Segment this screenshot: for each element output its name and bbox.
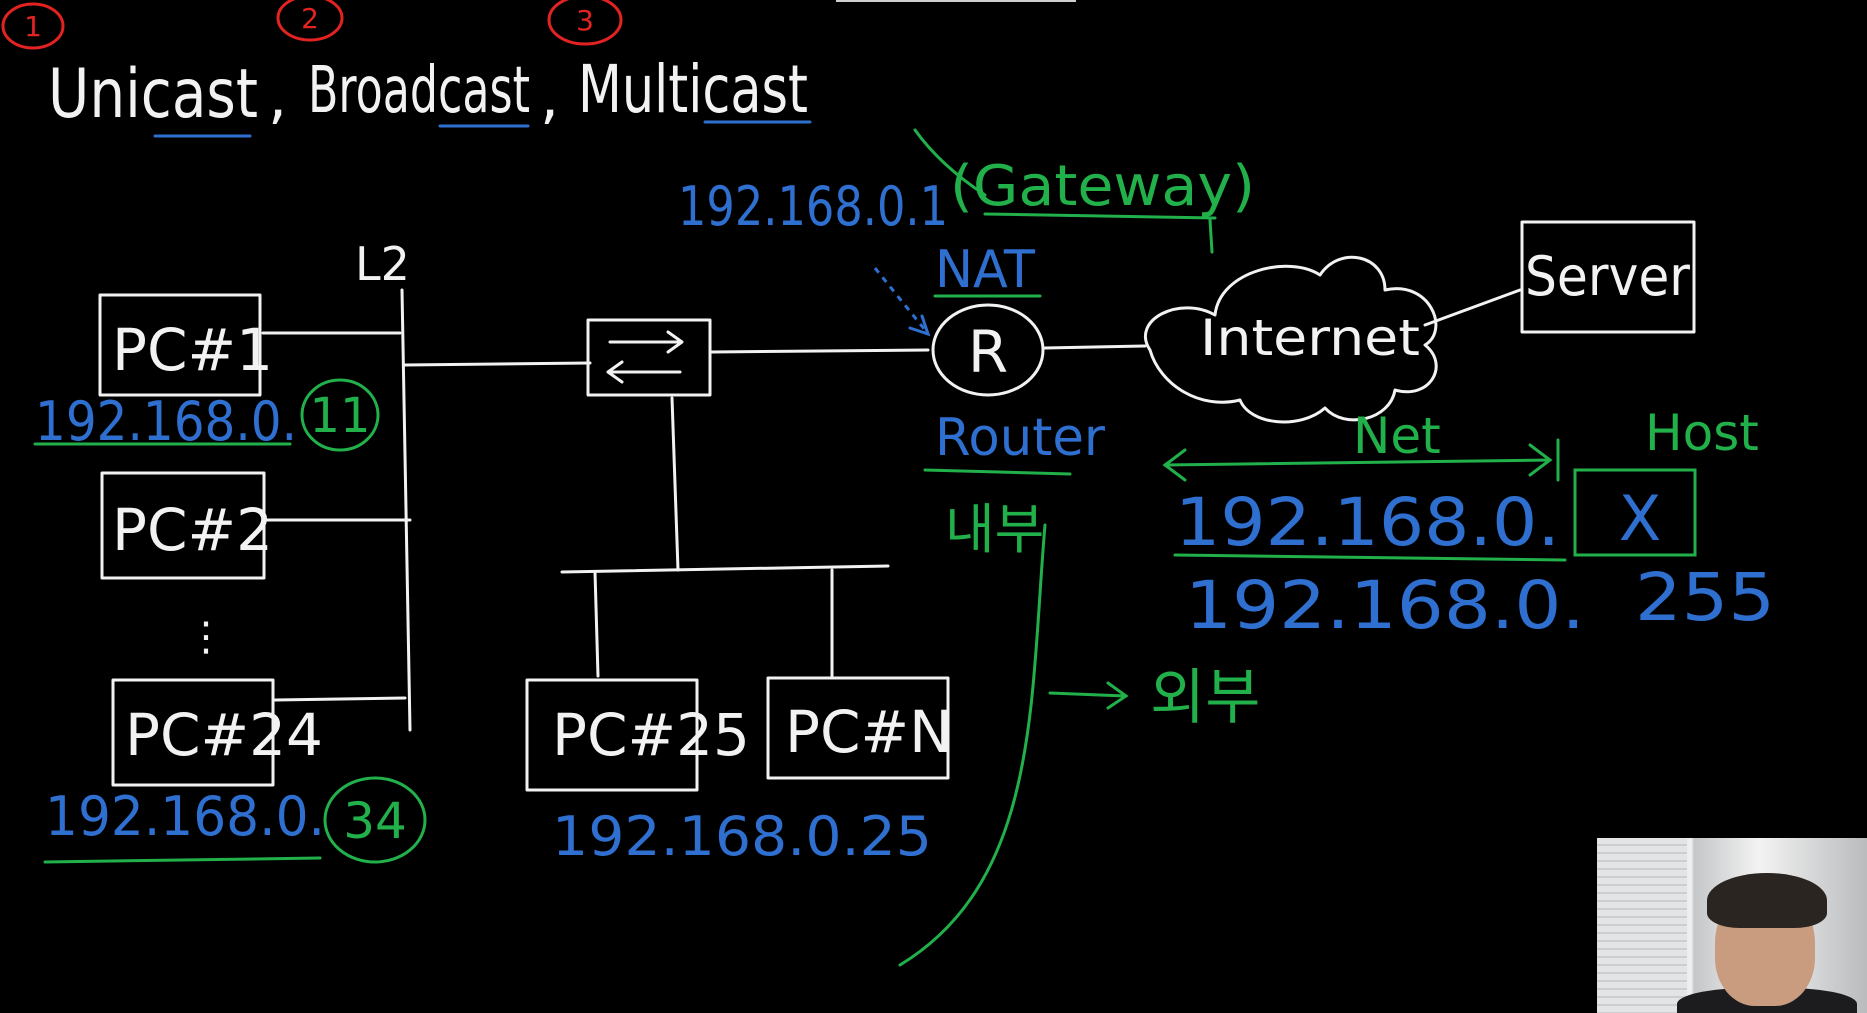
pc1-label: PC#1 <box>112 316 273 384</box>
pc1-ip-host: 11 <box>309 388 370 444</box>
nat-pointer-arrowhead <box>908 314 931 337</box>
pc1-node: PC#1 192.168.0. 11 <box>33 293 402 453</box>
pc24-label: PC#24 <box>125 701 323 769</box>
pc24-host-circle <box>323 776 427 864</box>
pcn-label: PC#N <box>785 698 952 766</box>
server-label: Server <box>1525 245 1691 308</box>
host-part: X <box>1619 482 1661 555</box>
title-comma-2: , <box>540 62 559 132</box>
pc25-node: PC#25 192.168.0.25 <box>525 678 932 868</box>
title-numbers: 1 2 3 <box>1 0 623 50</box>
gateway-tick <box>913 128 987 197</box>
webcam-overlay <box>1597 838 1867 1013</box>
router-to-internet-link <box>1043 344 1147 350</box>
pc2-label: PC#2 <box>112 496 273 564</box>
cloud-icon <box>1143 255 1438 424</box>
title-unicast: Unicast <box>48 55 258 134</box>
gateway-ip: 192.168.0.1 <box>678 175 948 238</box>
broadcast-host: 255 <box>1635 559 1775 636</box>
pc24-link <box>273 696 407 702</box>
nat-label: NAT <box>935 240 1035 300</box>
pc2-box <box>100 471 266 580</box>
pc24-ip-prefix: 192.168.0. <box>45 785 325 848</box>
net-part-underline <box>1173 553 1567 562</box>
inside-label: 내부 <box>945 498 1044 561</box>
switch-down-link <box>670 396 680 572</box>
gateway-label: (Gateway) <box>950 154 1255 219</box>
bus-to-switch-link <box>403 361 592 367</box>
title-multicast: Multicast <box>578 51 808 128</box>
pc24-ip-host: 34 <box>343 792 407 850</box>
host-label: Host <box>1645 404 1759 462</box>
router-label: Router <box>935 408 1106 468</box>
internet-to-server-link <box>1423 288 1522 327</box>
net-range-arrow-left <box>1162 448 1187 482</box>
arrow-right-head <box>1106 681 1129 710</box>
pc-ellipsis: ⋮ <box>186 614 226 660</box>
switch-box <box>586 318 712 397</box>
switch-label-l2: L2 <box>355 237 410 291</box>
number-3: 3 <box>576 4 594 37</box>
pc24-ip-underline <box>43 856 322 864</box>
internet-label: Internet <box>1200 309 1420 367</box>
router-circle <box>931 303 1045 397</box>
gateway-underline <box>983 212 1217 220</box>
pc25-label: PC#25 <box>552 701 750 769</box>
lower-bus-line <box>560 564 890 574</box>
switch-arrows-icon <box>606 330 684 384</box>
pc24-node: PC#24 192.168.0. 34 <box>43 678 427 864</box>
pc1-box <box>98 293 262 397</box>
net-label: Net <box>1353 407 1441 465</box>
addressing-block: Net Host 192.168.0. X 192.168.0. 255 <box>1162 404 1775 644</box>
nat-pointer-dashed <box>873 267 927 331</box>
window-blind <box>1597 838 1687 1013</box>
outside-label: 외부 <box>1150 663 1260 733</box>
switch-to-router-link <box>710 348 930 354</box>
pcn-box <box>766 676 950 780</box>
router-symbol: R <box>968 318 1008 386</box>
internet-node: Internet <box>1143 255 1522 424</box>
presenter-hair <box>1707 873 1827 928</box>
gateway-tail <box>1208 218 1214 254</box>
server-box <box>1520 220 1696 334</box>
top-progress-line <box>836 0 1076 2</box>
title: Unicast , Broadcast , Multicast <box>48 51 812 138</box>
host-box <box>1573 468 1697 557</box>
switch-node <box>403 318 930 678</box>
pc2-node: PC#2 <box>100 471 412 580</box>
number-circle-1 <box>1 2 65 50</box>
net-part: 192.168.0. <box>1175 484 1560 561</box>
number-2: 2 <box>301 2 319 35</box>
number-circle-2 <box>276 0 344 42</box>
pcn-node: PC#N <box>766 676 952 780</box>
l2-bus-line <box>400 288 412 732</box>
number-1: 1 <box>24 10 42 43</box>
pc25-ip: 192.168.0.25 <box>552 805 932 868</box>
net-range-line <box>1163 458 1552 467</box>
net-range-arrow-right <box>1528 443 1553 477</box>
pc25-link <box>593 570 600 678</box>
router-node: 192.168.0.1 (Gateway) NAT R Router 내부 외부 <box>678 128 1260 967</box>
title-comma-1: , <box>268 62 287 132</box>
router-underline <box>923 468 1072 476</box>
pc1-host-circle <box>300 378 380 452</box>
inside-outside-boundary <box>898 523 1047 967</box>
pc24-box <box>111 678 275 787</box>
number-circle-3 <box>547 0 623 46</box>
arrow-right-icon <box>1048 691 1127 698</box>
broadcast-prefix: 192.168.0. <box>1185 567 1585 644</box>
title-broadcast: Broadcast <box>308 54 530 128</box>
pc25-box <box>525 678 699 792</box>
server-node: Server <box>1520 220 1696 334</box>
